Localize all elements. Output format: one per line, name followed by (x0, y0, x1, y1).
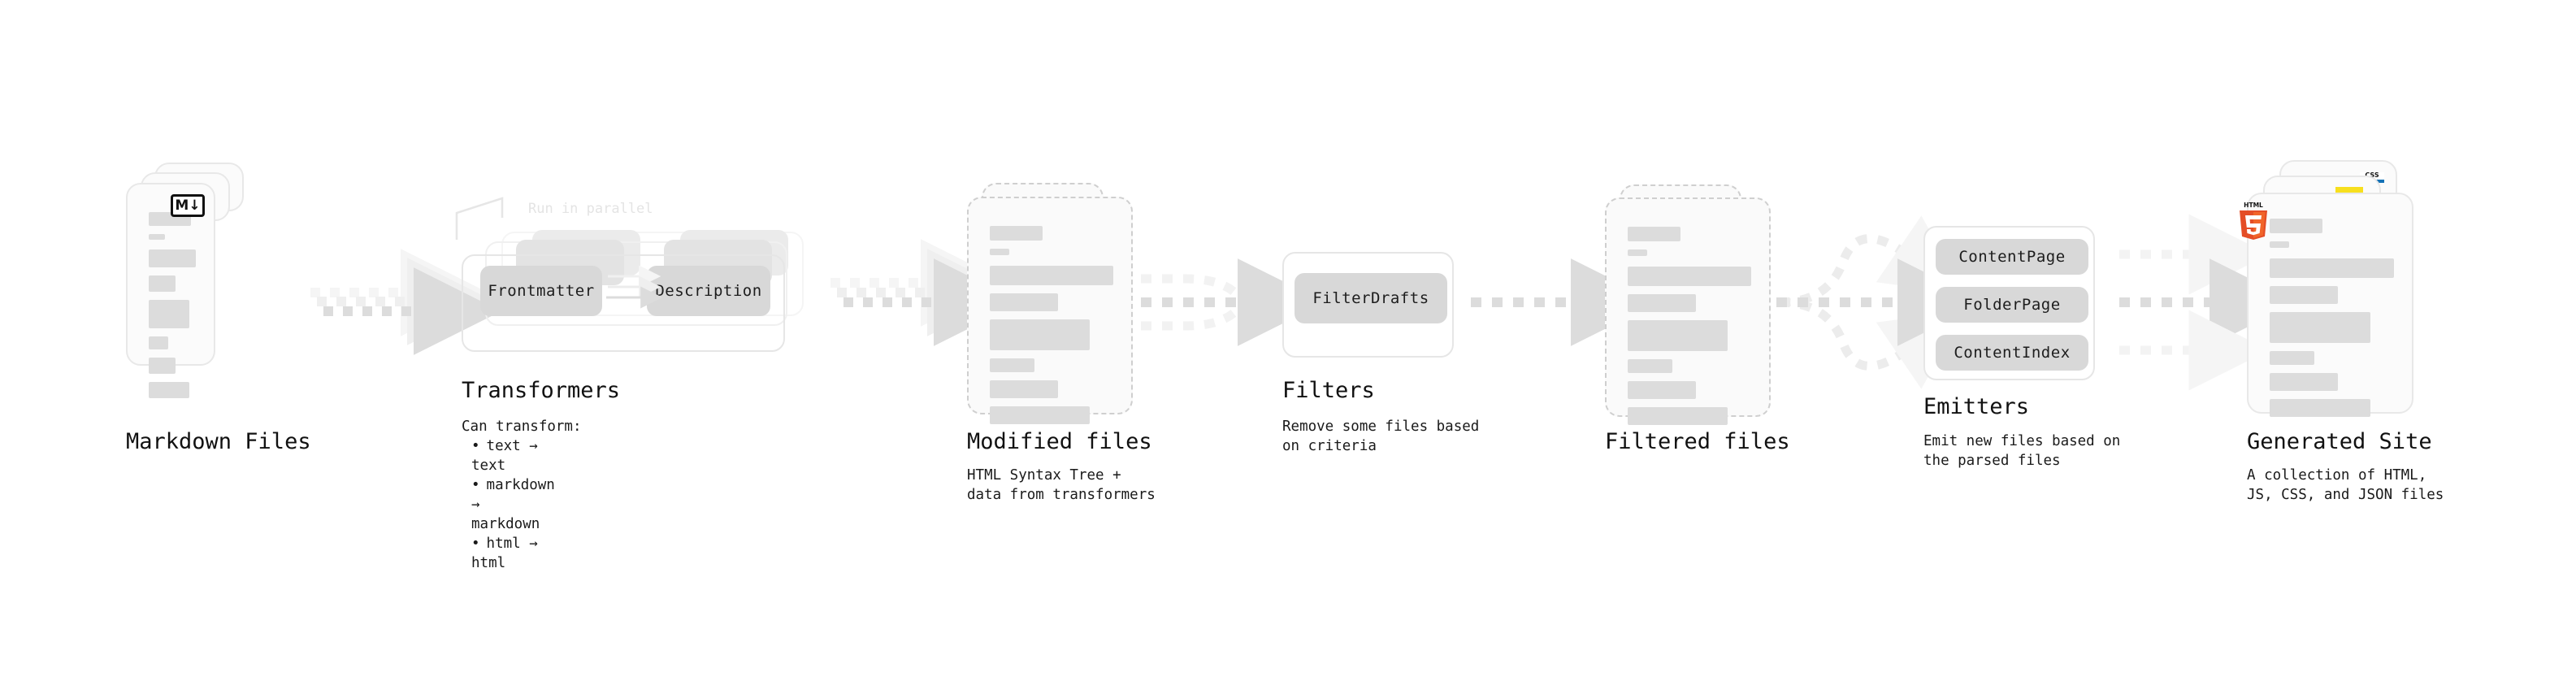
filters-subtitle: Remove some files based on criteria (1282, 419, 1480, 454)
transformers-bullets: text → text markdown → markdown html → h… (462, 436, 555, 573)
arrow-filtered-to-emitters (1776, 215, 1985, 389)
transformer-pill-description[interactable]: Description (647, 266, 770, 316)
svg-text:HTML: HTML (2244, 202, 2263, 209)
markdown-card-front: M↓ (126, 183, 215, 398)
arrow-modified-to-filters (1141, 258, 1325, 346)
run-in-parallel-bracket (455, 197, 504, 240)
markdown-card-content (149, 212, 196, 406)
filter-pill-filterdrafts[interactable]: FilterDrafts (1295, 273, 1447, 323)
transformer-bullet: html → html (462, 534, 555, 573)
emitter-pill-contentpage[interactable]: ContentPage (1936, 239, 2088, 275)
transformers-title: Transformers (462, 378, 621, 403)
filtered-card-content (1628, 227, 1751, 433)
arrow-emitters-to-site (2119, 214, 2297, 391)
html5-badge: HTML (2236, 201, 2271, 241)
emitter-pill-folderpage[interactable]: FolderPage (1936, 287, 2088, 323)
markdown-files-title: Markdown Files (126, 429, 311, 454)
modified-card-front (967, 197, 1133, 424)
transformer-bullet: markdown → markdown (462, 475, 555, 534)
arrow-markdown-to-transformers (310, 249, 501, 355)
generated-site-subtitle: A collection of HTML, JS, CSS, and JSON … (2247, 467, 2444, 503)
emitter-pill-contentindex[interactable]: ContentIndex (1936, 335, 2088, 371)
transformer-bullet: text → text (462, 436, 555, 475)
modified-card-content (990, 226, 1113, 432)
generated-site-title: Generated Site (2247, 429, 2432, 454)
markdown-badge: M↓ (171, 194, 205, 217)
filtered-card-front (1605, 197, 1771, 425)
filters-title: Filters (1282, 378, 1375, 403)
emitters-subtitle: Emit new files based on the parsed files (1923, 433, 2121, 469)
run-in-parallel-label: Run in parallel (528, 201, 653, 217)
transformer-panel-front: Frontmatter Description (462, 254, 785, 352)
arrow-transformers-to-modified (830, 239, 1021, 346)
emitters-panel: ContentPage FolderPage ContentIndex (1923, 226, 2095, 380)
site-card-content (2270, 219, 2394, 425)
filters-panel: FilterDrafts (1282, 252, 1454, 358)
modified-files-subtitle: HTML Syntax Tree + data from transformer… (967, 467, 1156, 503)
transformers-subtitle: Can transform: (462, 419, 582, 435)
site-card-front-html: HTML (2240, 193, 2413, 417)
transformer-pill-frontmatter[interactable]: Frontmatter (480, 266, 602, 316)
modified-files-title: Modified files (967, 429, 1152, 454)
filtered-files-title: Filtered files (1605, 429, 1790, 454)
emitters-title: Emitters (1923, 394, 2030, 419)
